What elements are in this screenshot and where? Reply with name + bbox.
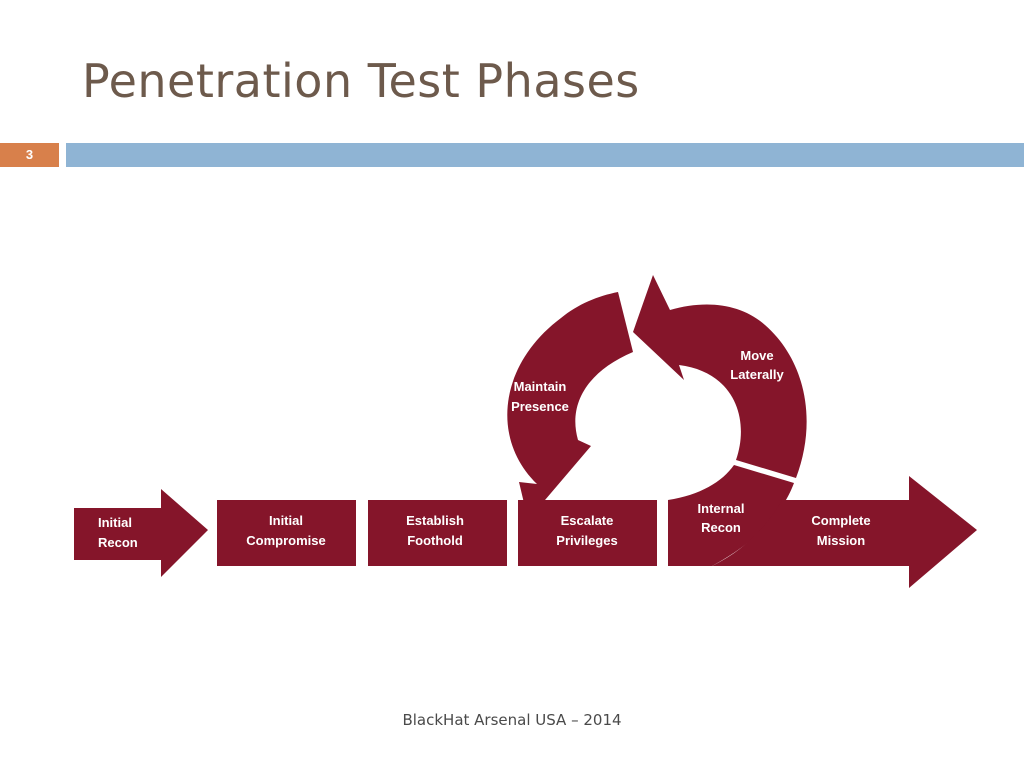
initial-compromise-label-line1: Initial bbox=[269, 513, 303, 528]
initial-compromise-box bbox=[217, 500, 356, 566]
internal-recon-label-line2: Recon bbox=[701, 520, 741, 535]
initial-recon-label-line1: Initial bbox=[98, 515, 132, 530]
escalate-privileges-label-line2: Privileges bbox=[556, 533, 617, 548]
maintain-presence-arrow bbox=[507, 292, 633, 520]
internal-recon-shape bbox=[668, 465, 794, 566]
initial-recon-label-line2: Recon bbox=[98, 535, 138, 550]
move-laterally-arrow bbox=[633, 275, 807, 478]
escalate-privileges-box bbox=[518, 500, 657, 566]
establish-foothold-label-line1: Establish bbox=[406, 513, 464, 528]
title-bar bbox=[66, 143, 1024, 167]
complete-mission-label-line1: Complete bbox=[811, 513, 870, 528]
establish-foothold-label-line2: Foothold bbox=[407, 533, 463, 548]
escalate-privileges-label-line1: Escalate bbox=[561, 513, 614, 528]
footer-text: BlackHat Arsenal USA – 2014 bbox=[402, 711, 622, 729]
initial-recon-arrow bbox=[74, 489, 208, 577]
move-laterally-label-line2: Laterally bbox=[730, 367, 784, 382]
slide-number: 3 bbox=[0, 143, 59, 167]
complete-mission-arrow bbox=[712, 476, 977, 588]
slide-title: Penetration Test Phases bbox=[82, 54, 640, 108]
complete-mission-label-line2: Mission bbox=[817, 533, 865, 548]
establish-foothold-box bbox=[368, 500, 507, 566]
initial-compromise-label-line2: Compromise bbox=[246, 533, 325, 548]
maintain-presence-label-line2: Presence bbox=[511, 399, 569, 414]
move-laterally-label-line1: Move bbox=[740, 348, 773, 363]
maintain-presence-label-line1: Maintain bbox=[514, 379, 567, 394]
internal-recon-label-line1: Internal bbox=[698, 501, 745, 516]
